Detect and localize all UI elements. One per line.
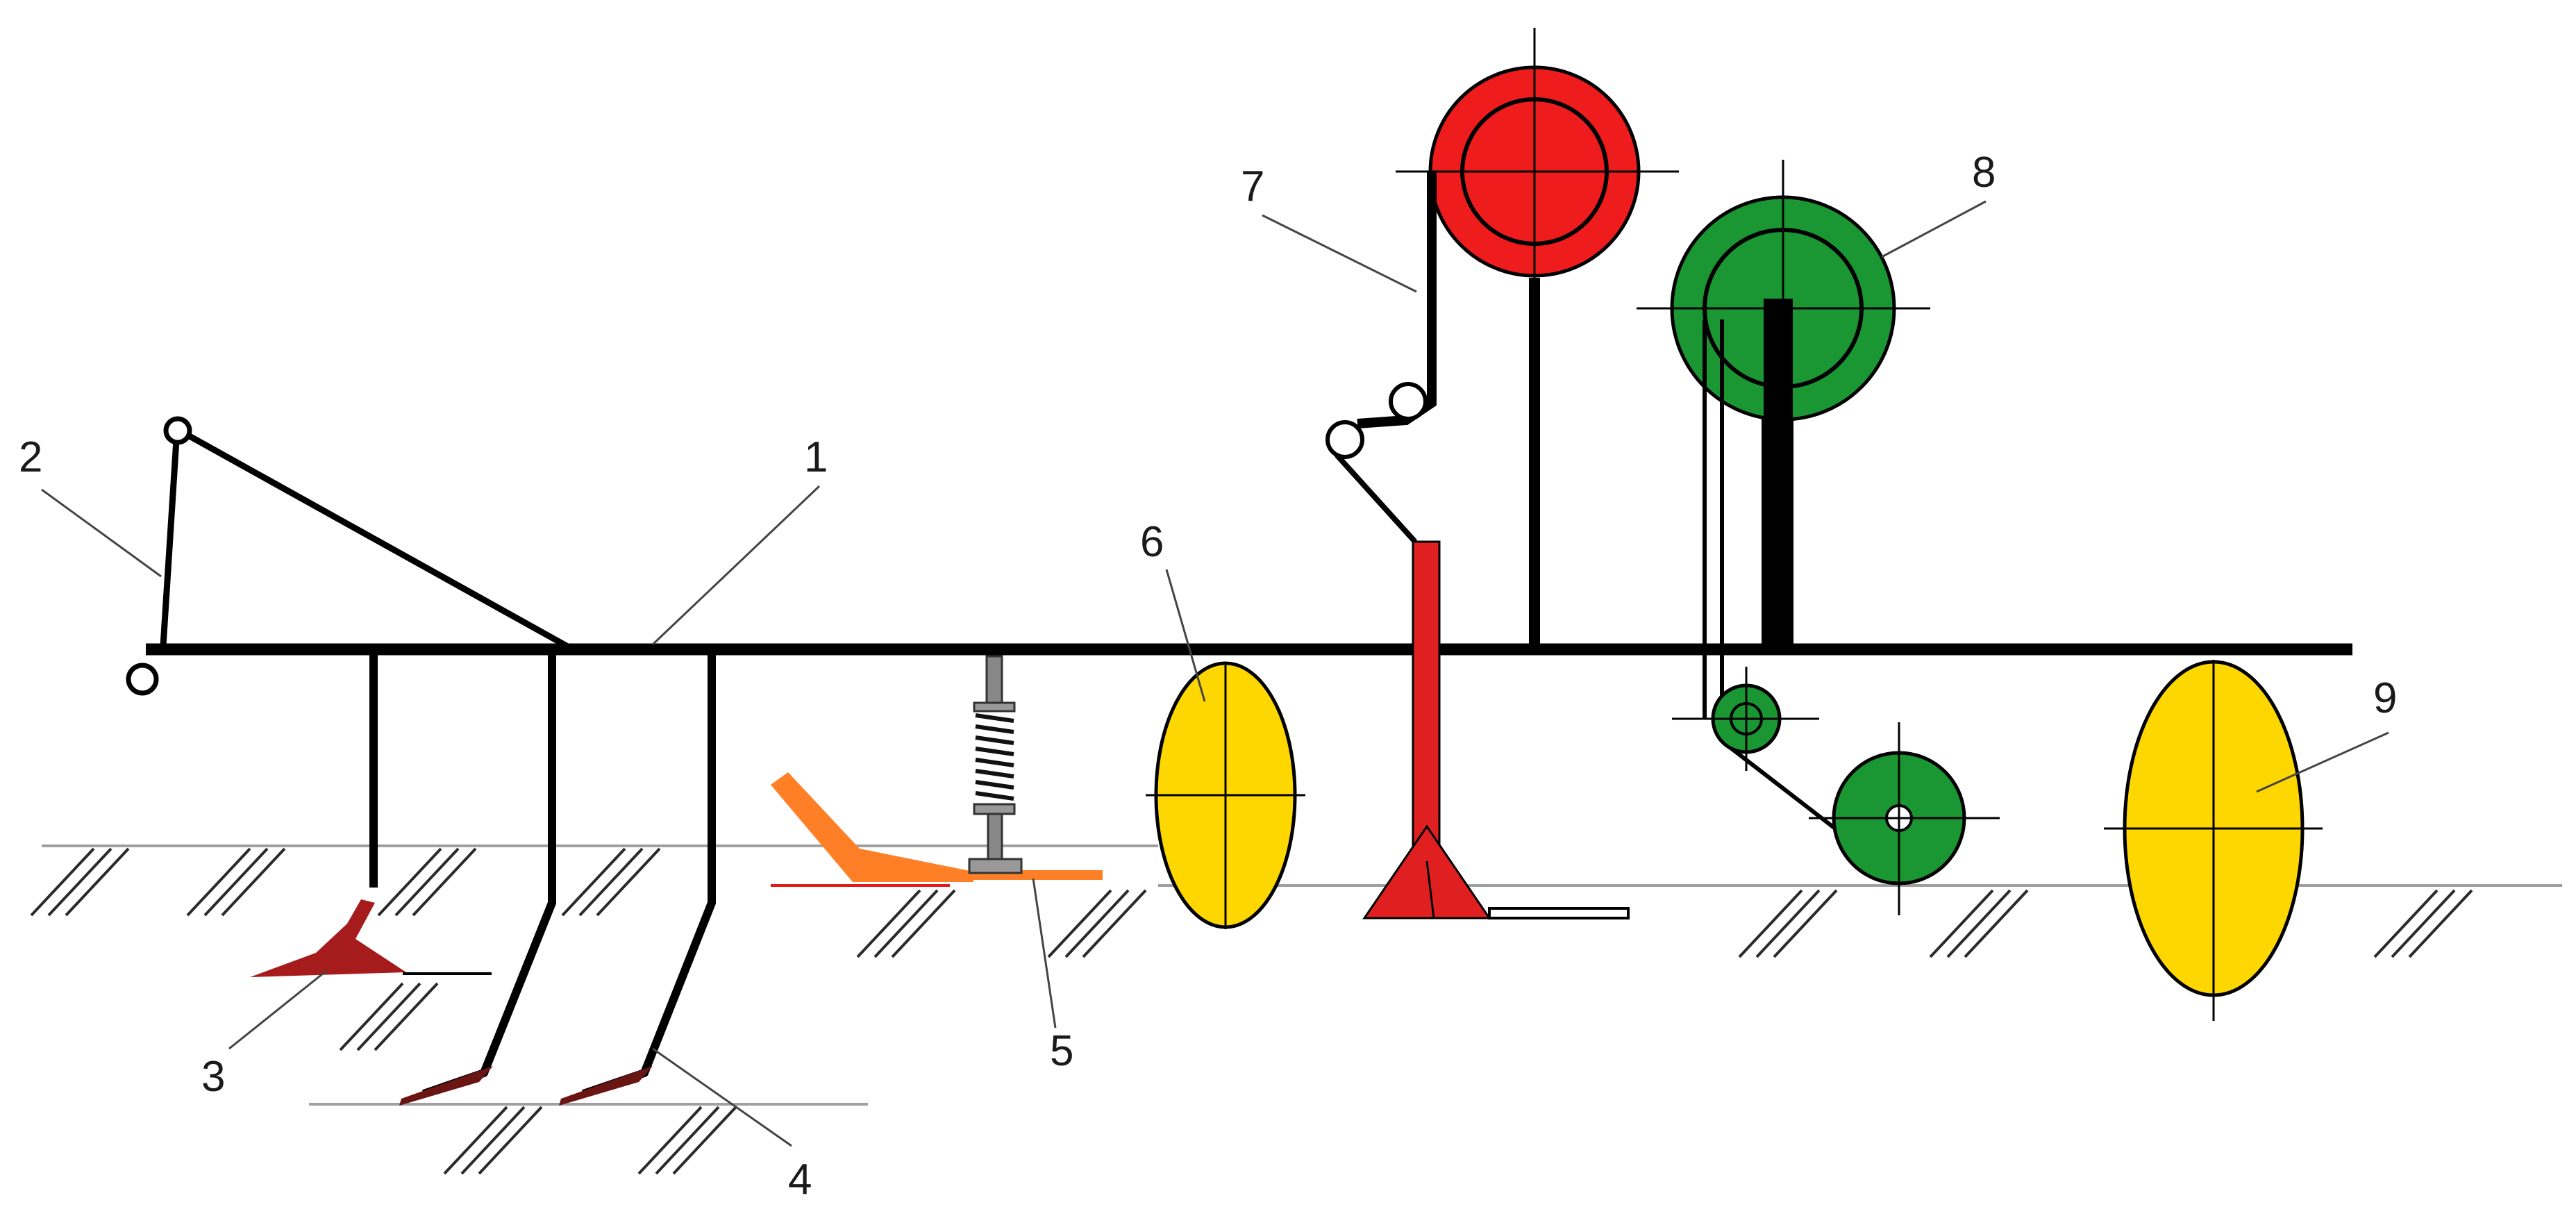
ground-hatching	[30, 847, 2473, 1175]
hitch-bottom-pivot	[126, 663, 159, 696]
seed-tube	[1325, 172, 1437, 544]
callout-4: 4	[788, 1156, 812, 1204]
hitch-top-pivot	[163, 416, 192, 445]
callout-8: 8	[1972, 149, 1996, 197]
tines	[369, 649, 716, 1098]
callout-1: 1	[804, 433, 828, 481]
callout-6: 6	[1140, 518, 1164, 566]
seed-opener	[1362, 540, 1630, 919]
leader-lines	[41, 200, 2389, 1147]
callout-3: 3	[201, 1053, 226, 1101]
rear-support-wheel	[2104, 660, 2323, 1021]
tine-points	[399, 1066, 653, 1106]
callout-7: 7	[1241, 163, 1265, 210]
fertilizer-hopper	[1637, 160, 1930, 646]
compression-spring	[975, 713, 1014, 801]
front-support-wheel	[1146, 661, 1305, 929]
callout-5: 5	[1050, 1027, 1074, 1075]
press-wheel	[1809, 722, 2000, 915]
callout-2: 2	[19, 433, 43, 481]
seed-hopper	[1396, 28, 1679, 646]
idler-pulley	[1672, 667, 1819, 771]
hitch-linkage	[126, 416, 575, 696]
drive-belt	[1703, 319, 1852, 842]
roller-plate-assembly	[771, 655, 1103, 887]
callout-9: 9	[2373, 674, 2398, 722]
sweep-share	[250, 899, 492, 977]
